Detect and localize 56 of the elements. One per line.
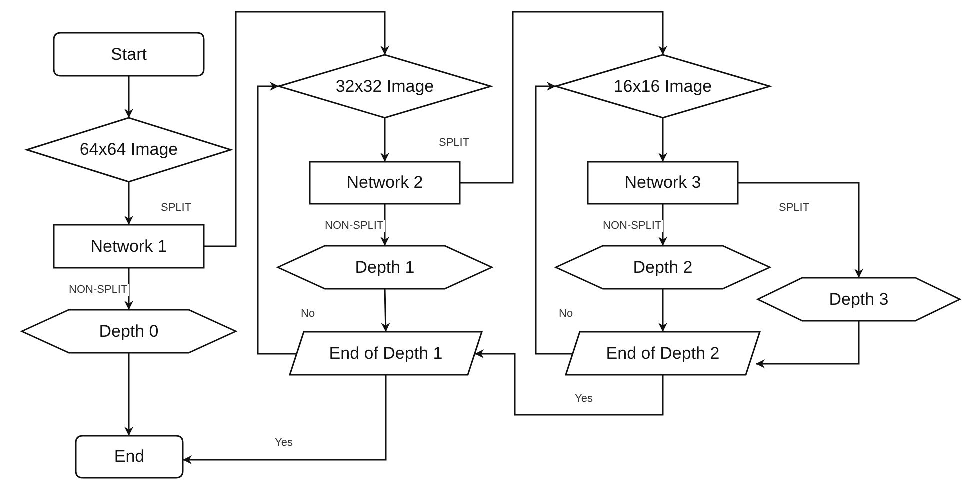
arrow — [475, 350, 664, 416]
arrow — [257, 82, 296, 355]
edge-label: NON-SPLIT — [68, 284, 129, 296]
arrow — [738, 182, 864, 278]
arrow — [204, 11, 390, 248]
node-label: Depth 3 — [829, 290, 889, 310]
arrow — [658, 289, 668, 332]
edge-label: NON-SPLIT — [324, 220, 385, 232]
process-box — [54, 225, 204, 268]
arrow — [658, 118, 668, 162]
edge-label: NON-SPLIT — [602, 220, 663, 232]
arrow — [460, 11, 668, 184]
process-box — [310, 162, 460, 204]
terminal-box — [54, 33, 204, 76]
arrow — [658, 204, 668, 246]
node-label: End of Depth 1 — [329, 344, 443, 364]
decision-diamond — [556, 55, 770, 118]
node-label: Network 1 — [90, 236, 168, 256]
node-label: Network 3 — [624, 173, 702, 193]
node-label: Depth 1 — [355, 258, 415, 278]
node-label: 16x16 Image — [614, 76, 712, 96]
arrow — [124, 182, 134, 225]
node-label: End of Depth 2 — [606, 344, 720, 364]
arrow — [380, 204, 390, 246]
edge-label: SPLIT — [160, 202, 193, 214]
data-parallelogram — [566, 332, 760, 375]
process-box — [588, 162, 738, 204]
arrow — [381, 288, 390, 332]
decision-diamond — [279, 55, 491, 118]
preparation-hexagon — [556, 246, 770, 289]
data-parallelogram — [290, 332, 482, 375]
edge-label: SPLIT — [778, 202, 811, 214]
arrow — [183, 375, 387, 464]
preparation-hexagon — [278, 246, 492, 289]
edge-label: Yes — [574, 393, 594, 405]
arrow — [380, 118, 390, 162]
decision-diamond — [27, 118, 231, 182]
node-label: 64x64 Image — [80, 140, 178, 160]
arrow — [535, 82, 573, 355]
arrow — [124, 76, 134, 118]
edge-label: Yes — [274, 437, 294, 449]
preparation-hexagon — [22, 310, 236, 353]
edge-label: SPLIT — [438, 137, 471, 149]
preparation-hexagon — [758, 278, 960, 321]
edge-label: No — [558, 308, 574, 320]
node-label: Start — [111, 44, 147, 64]
node-label: Network 2 — [346, 173, 424, 193]
arrow — [756, 321, 860, 368]
node-label: Depth 0 — [99, 322, 159, 342]
node-label: Depth 2 — [633, 258, 693, 278]
node-label: End — [114, 447, 145, 467]
node-label: 32x32 Image — [336, 76, 434, 96]
arrow — [124, 268, 134, 310]
edge-label: No — [300, 308, 316, 320]
arrow — [124, 353, 134, 436]
terminal-box — [76, 436, 183, 478]
